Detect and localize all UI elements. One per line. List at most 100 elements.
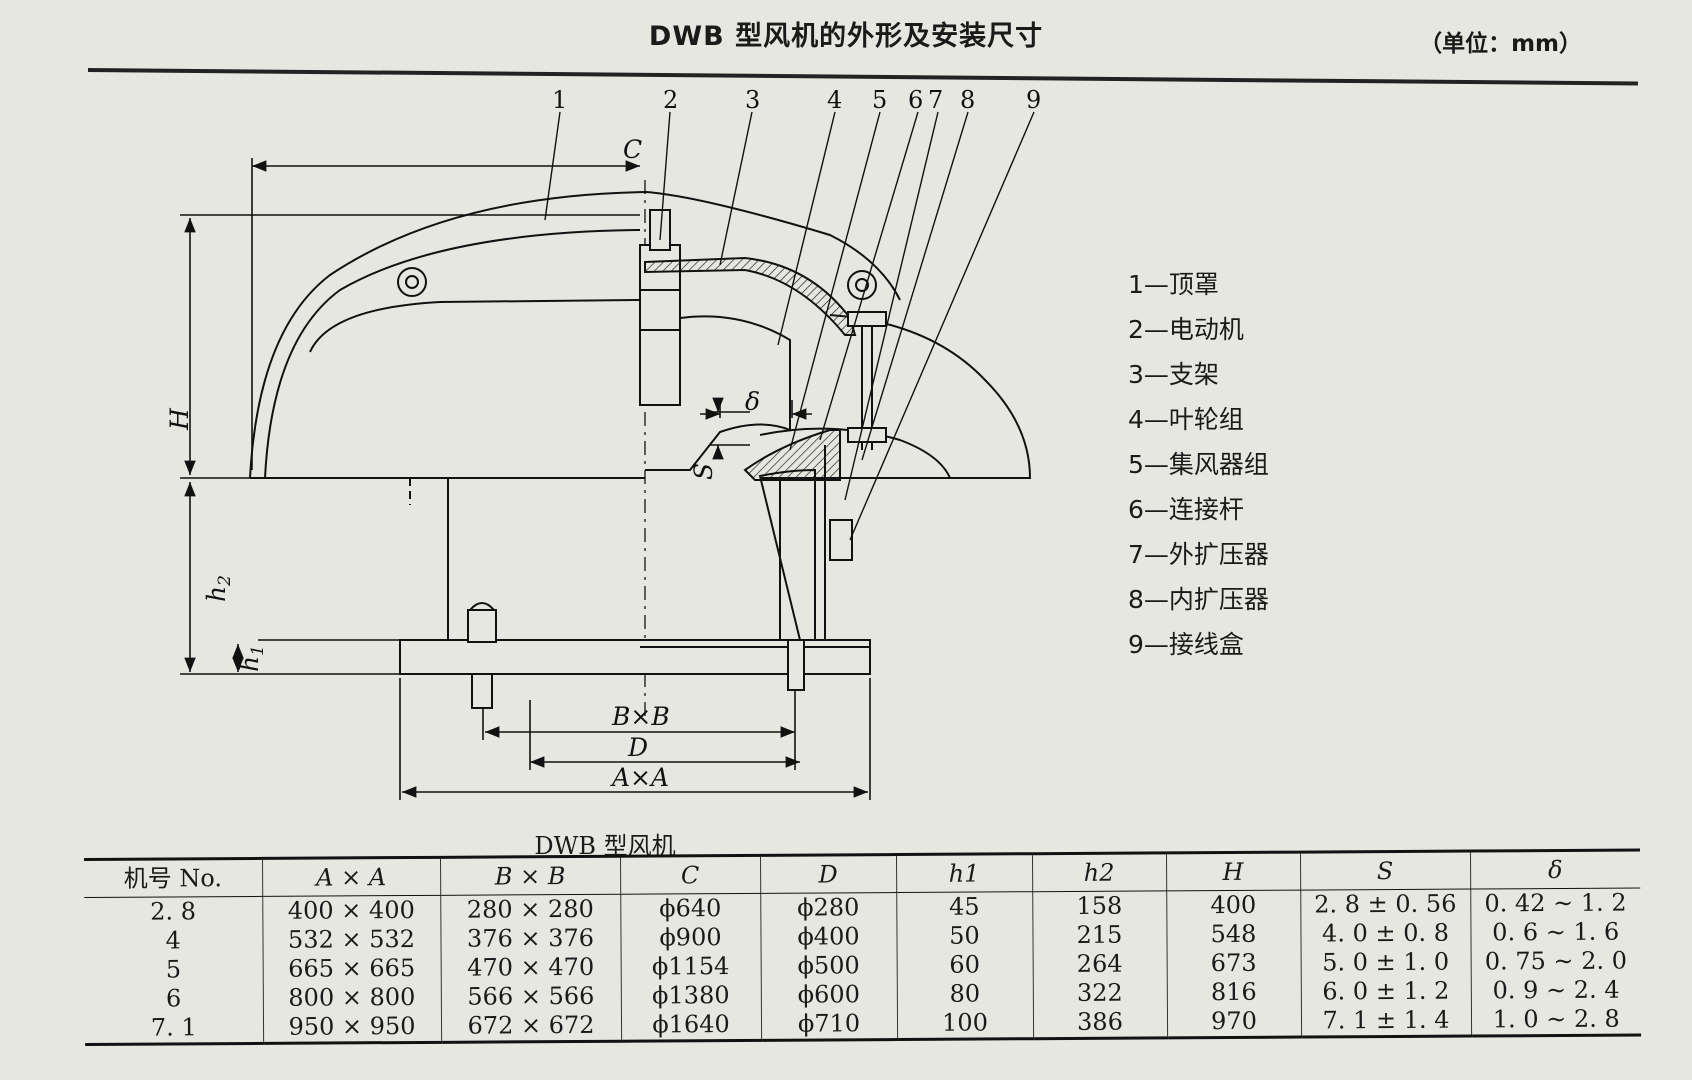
cell: ϕ500	[760, 951, 897, 981]
legend-item: 4—叶轮组	[1128, 405, 1244, 434]
callout-5: 5	[872, 86, 887, 114]
legend-item: 6—连接杆	[1128, 495, 1244, 524]
hood-rim	[309, 299, 641, 353]
legend-item: 9—接线盒	[1128, 630, 1244, 659]
legend-item: 1—顶罩	[1128, 270, 1219, 299]
cell: 400 × 400	[262, 895, 441, 926]
callout-9: 9	[1026, 86, 1041, 114]
dim-label-S: S	[689, 463, 718, 480]
col-header-no: 机号 No.	[84, 858, 263, 898]
top-hood-inner	[264, 229, 641, 479]
cell: 376 × 376	[440, 923, 621, 954]
col-header-C: C	[619, 855, 761, 895]
col-header-H: H	[1165, 852, 1301, 891]
cell: 672 × 672	[440, 1010, 622, 1043]
cell: 158	[1032, 890, 1167, 922]
cell: 7. 1 ± 1. 4	[1300, 1005, 1472, 1038]
col-header-h1: h1	[895, 853, 1033, 893]
cell: 5	[84, 954, 263, 985]
callout-7: 7	[928, 86, 943, 114]
cell: ϕ900	[620, 922, 761, 953]
callout-1: 1	[552, 86, 567, 114]
page-title: DWB 型风机的外形及安装尺寸	[648, 21, 1044, 52]
junction-box	[829, 519, 853, 561]
callout-3: 3	[745, 86, 760, 114]
support-bracket	[644, 256, 857, 336]
cell: 215	[1032, 920, 1167, 951]
cell: 970	[1166, 1006, 1302, 1038]
cell: 50	[896, 921, 1033, 952]
cell: ϕ640	[620, 893, 761, 924]
cell: 45	[896, 891, 1033, 923]
col-header-h2: h2	[1031, 852, 1167, 892]
cell: 0. 9 ~ 2. 4	[1470, 975, 1641, 1006]
cell: 665 × 665	[262, 953, 441, 984]
cell: 7. 1	[84, 1012, 264, 1045]
dim-label-h1: h1	[235, 645, 268, 672]
cell: 532 × 532	[262, 924, 441, 955]
callout-4: 4	[827, 86, 842, 114]
cell: 386	[1032, 1007, 1168, 1039]
dim-label-D: D	[627, 733, 648, 762]
cell: 5. 0 ± 1. 0	[1300, 947, 1471, 978]
cell: ϕ1154	[620, 951, 761, 982]
dim-label-h2: h2	[202, 575, 235, 602]
cell: 566 × 566	[440, 981, 621, 1012]
cell: 0. 42 ~ 1. 2	[1470, 887, 1641, 919]
col-header-D: D	[759, 854, 897, 894]
cell: 264	[1032, 949, 1167, 980]
legend-item: 8—内扩压器	[1128, 585, 1269, 614]
legend-item: 2—电动机	[1128, 315, 1244, 344]
cell: ϕ1380	[620, 980, 761, 1011]
cell: 60	[896, 950, 1033, 981]
top-hood-shape	[249, 190, 901, 479]
cell: ϕ1640	[620, 1009, 762, 1042]
unit-note: （单位：mm）	[1419, 31, 1582, 57]
cell: ϕ280	[760, 892, 897, 923]
dim-label-BxB: B×B	[611, 702, 670, 731]
legend-item: 5—集风器组	[1128, 450, 1269, 479]
parts-legend: 1—顶罩 2—电动机 3—支架 4—叶轮组 5—集风器组 6—连接杆 7—外扩压…	[1128, 262, 1269, 667]
impeller-shape	[645, 315, 791, 471]
cell: 2. 8	[84, 896, 263, 927]
cell: 548	[1166, 919, 1301, 950]
cell: 6	[84, 983, 263, 1014]
cell: 1. 0 ~ 2. 8	[1470, 1004, 1642, 1037]
cell: 816	[1166, 977, 1301, 1008]
dimensions-table: 机号 No. A × A B × B C D h1 h2 H S δ 2. 8 …	[84, 848, 1642, 1046]
cell: 4. 0 ± 0. 8	[1300, 918, 1471, 949]
cell: 0. 75 ~ 2. 0	[1470, 946, 1641, 977]
cell: 322	[1032, 978, 1167, 1009]
outer-diffuser	[758, 445, 826, 641]
cell: 4	[84, 925, 263, 956]
table-caption: DWB 型风机	[534, 832, 676, 860]
col-header-AxA: A × A	[262, 857, 441, 897]
cell: 950 × 950	[262, 1011, 442, 1044]
cell: 280 × 280	[440, 894, 621, 925]
cell: 100	[896, 1008, 1034, 1040]
dim-label-H: H	[165, 407, 194, 431]
dim-label-delta: δ	[745, 387, 760, 416]
callout-2: 2	[663, 86, 678, 114]
callout-8: 8	[960, 86, 975, 114]
cell: 673	[1166, 948, 1301, 979]
cell: 80	[896, 979, 1033, 1010]
col-header-BxB: B × B	[440, 856, 621, 896]
cell: 6. 0 ± 1. 2	[1300, 976, 1471, 1007]
cell: 2. 8 ± 0. 56	[1300, 889, 1471, 920]
cell: 400	[1166, 890, 1301, 921]
dim-label-AxA: A×A	[610, 763, 669, 792]
col-header-delta: δ	[1469, 849, 1641, 890]
cell: ϕ400	[760, 922, 897, 952]
cell: ϕ600	[760, 980, 897, 1010]
collector-shape	[743, 429, 841, 481]
callout-6: 6	[908, 86, 923, 114]
dim-label-C: C	[623, 135, 642, 164]
legend-item: 7—外扩压器	[1128, 540, 1269, 569]
legend-item: 3—支架	[1128, 360, 1219, 389]
cell: 0. 6 ~ 1. 6	[1470, 917, 1641, 948]
cell: ϕ710	[760, 1009, 898, 1041]
cell: 800 × 800	[262, 982, 441, 1013]
col-header-S: S	[1299, 851, 1471, 891]
